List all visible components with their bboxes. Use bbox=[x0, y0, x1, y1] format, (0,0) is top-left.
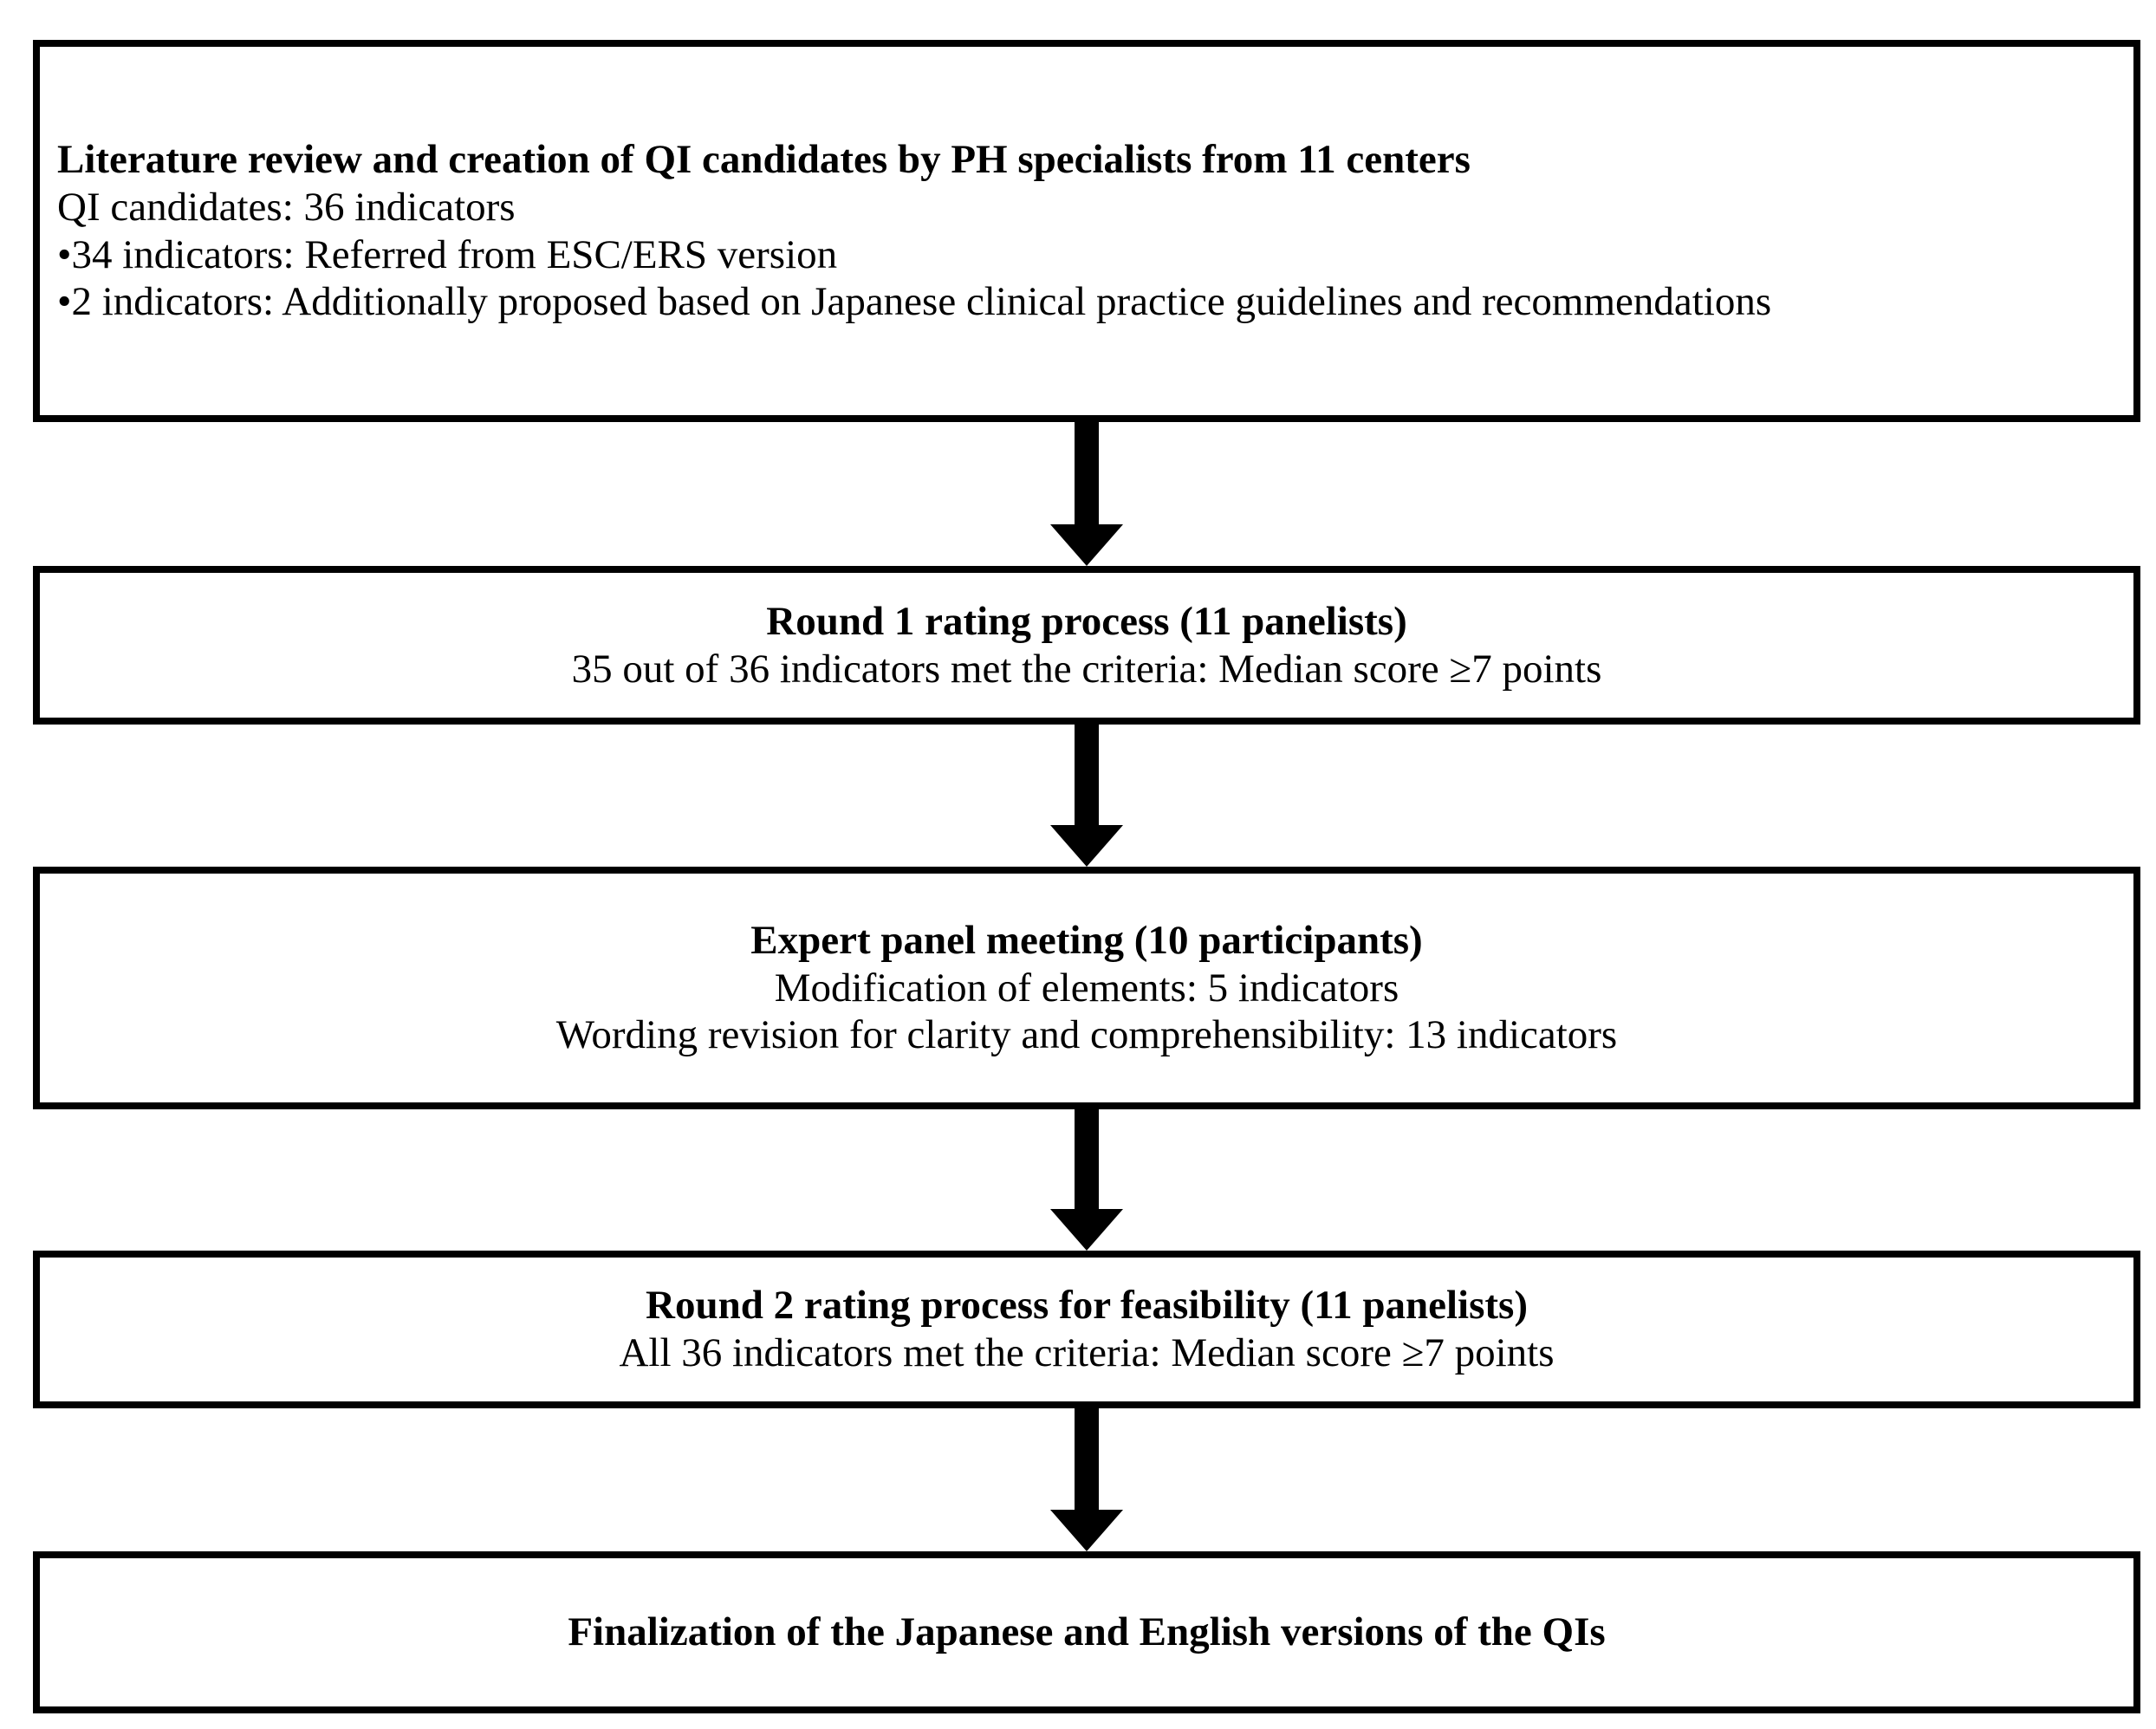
flow-step-round-2: Round 2 rating process for feasibility (… bbox=[33, 1251, 2140, 1408]
down-arrow-icon bbox=[1050, 1109, 1123, 1251]
down-arrow-icon bbox=[1050, 1408, 1123, 1551]
flow-step-title: Finalization of the Japanese and English… bbox=[568, 1609, 1606, 1655]
down-arrow-icon bbox=[1050, 422, 1123, 566]
flow-step-title: Round 2 rating process for feasibility (… bbox=[646, 1283, 1528, 1329]
flow-step-detail-criteria: 35 out of 36 indicators met the criteria… bbox=[571, 646, 1602, 692]
flow-step-title: Round 1 rating process (11 panelists) bbox=[766, 598, 1407, 644]
flow-step-title: Expert panel meeting (10 participants) bbox=[750, 917, 1423, 963]
flow-step-expert-panel: Expert panel meeting (10 participants) M… bbox=[33, 867, 2140, 1109]
flow-step-finalization: Finalization of the Japanese and English… bbox=[33, 1551, 2140, 1713]
flow-step-literature-review: Literature review and creation of QI can… bbox=[33, 40, 2140, 422]
flow-step-bullet-2-indicators: •2 indicators: Additionally proposed bas… bbox=[57, 279, 1772, 325]
flow-step-detail-modification: Modification of elements: 5 indicators bbox=[774, 965, 1399, 1011]
flow-step-title: Literature review and creation of QI can… bbox=[57, 137, 1471, 182]
flow-step-detail-criteria: All 36 indicators met the criteria: Medi… bbox=[619, 1330, 1555, 1375]
flow-step-detail-qi-candidates: QI candidates: 36 indicators bbox=[57, 184, 516, 230]
flow-step-round-1: Round 1 rating process (11 panelists) 35… bbox=[33, 566, 2140, 725]
flow-step-detail-wording-revision: Wording revision for clarity and compreh… bbox=[555, 1012, 1618, 1058]
down-arrow-icon bbox=[1050, 725, 1123, 867]
flow-step-bullet-34-indicators: •34 indicators: Referred from ESC/ERS ve… bbox=[57, 231, 838, 277]
